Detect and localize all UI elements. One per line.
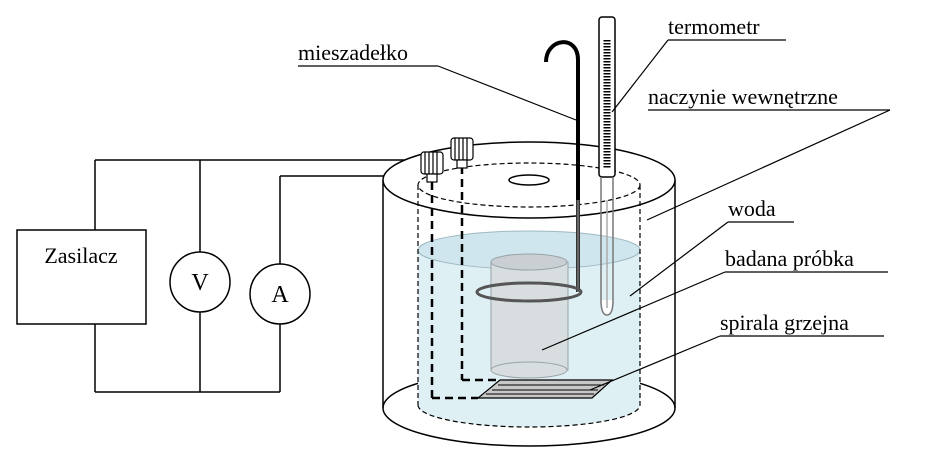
ammeter: A	[249, 263, 311, 325]
heater-leads	[430, 166, 500, 400]
terminal-left	[420, 151, 444, 183]
sample-label: badana próbka	[725, 246, 854, 271]
thermometer	[598, 16, 616, 316]
power-supply: Zasilacz	[16, 229, 147, 325]
stirrer-label: mieszadełko	[298, 40, 408, 65]
water-label: woda	[728, 196, 776, 221]
power-supply-label: Zasilacz	[44, 243, 118, 268]
heating-coil	[476, 379, 614, 399]
lid-opening	[508, 174, 550, 186]
thermometer-label: termometr	[668, 14, 760, 39]
inner-vessel-label: naczynie wewnętrzne	[648, 84, 838, 109]
voltmeter: V	[169, 251, 231, 313]
voltmeter-label: V	[191, 270, 209, 296]
stirrer	[475, 40, 583, 303]
ammeter-label: A	[271, 282, 289, 308]
terminal-right	[450, 137, 474, 169]
sample	[490, 253, 569, 379]
heating-coil-label: spirala grzejna	[720, 310, 849, 335]
inner-vessel	[417, 162, 641, 428]
leader-lines	[298, 39, 891, 391]
